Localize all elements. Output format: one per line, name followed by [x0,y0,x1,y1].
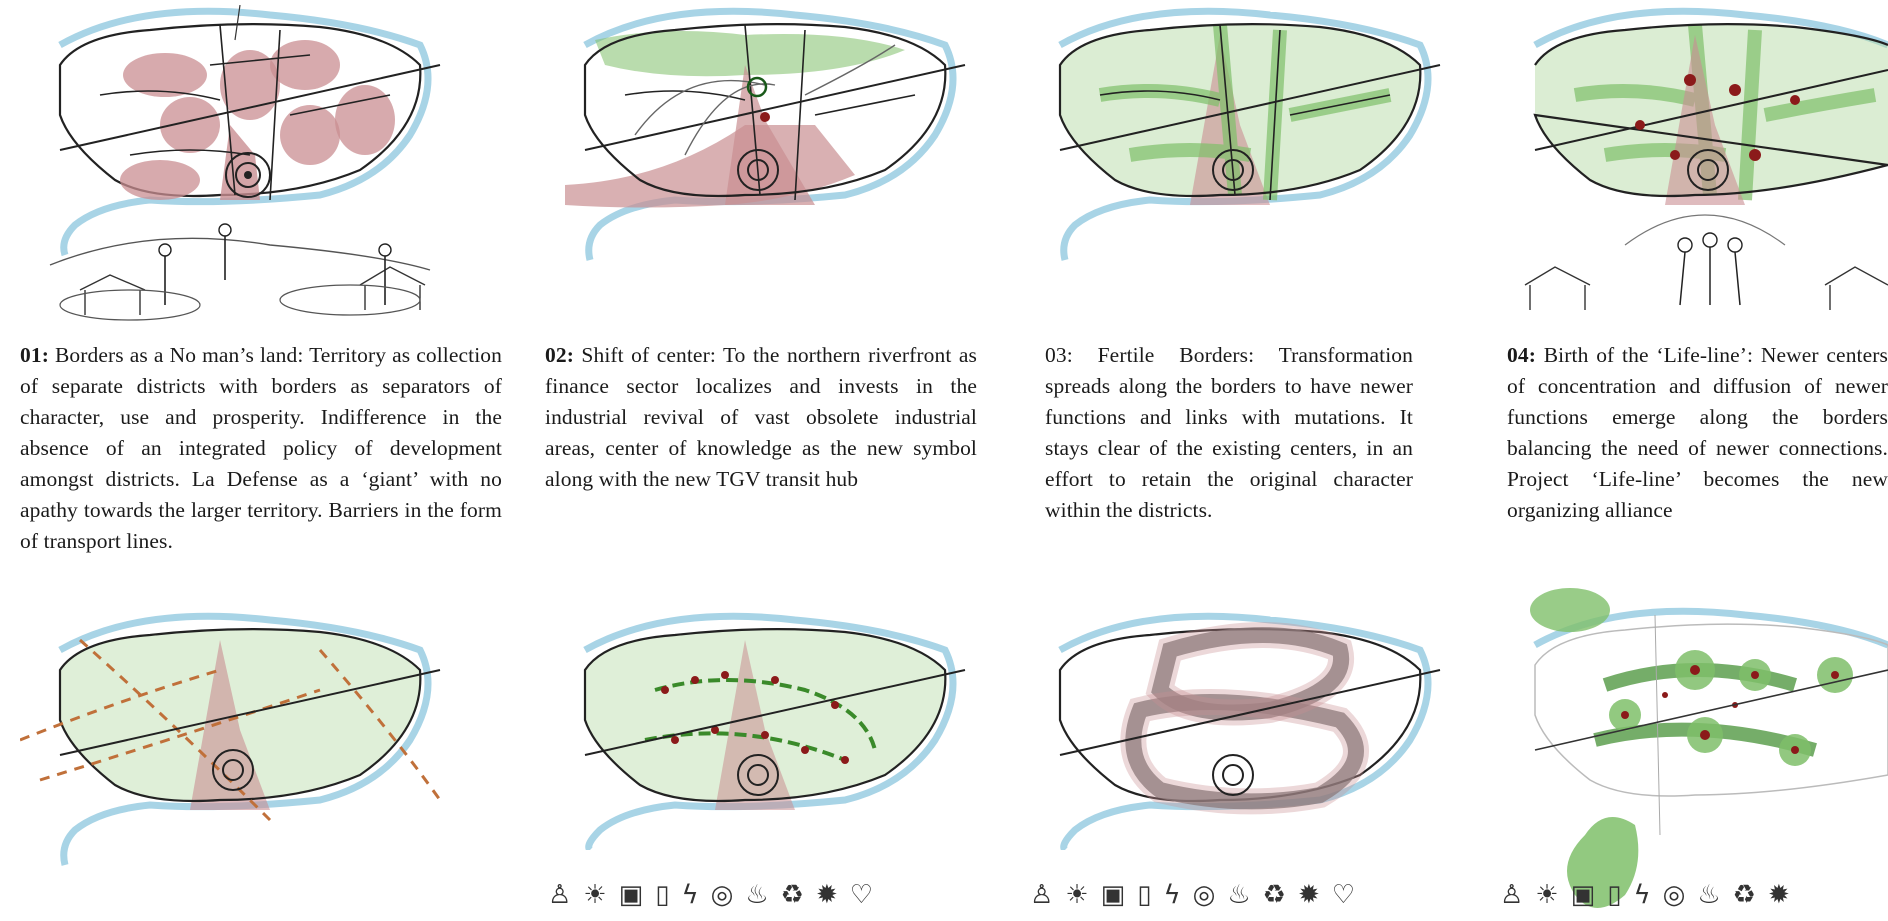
caption-01-text: Borders as a No man’s land: Territory as… [20,343,502,553]
book-icon: ▯ [1607,882,1621,908]
book-icon: ▯ [655,882,669,908]
map-07-rings-concentration [1020,610,1460,850]
gear-icon: ✹ [816,882,838,908]
box-icon: ▣ [1571,882,1596,908]
lightning-icon: ϟ [1164,882,1181,908]
recycle-icon: ♻ [1733,882,1756,908]
icon-legend-row-3: ♙ ☀ ▣ ▯ ϟ ◎ ♨ ♻ ✹ ♡ [1030,882,1355,908]
recycle-icon: ♻ [781,882,804,908]
signal-icon: ◎ [1193,882,1216,908]
caption-04: 04: Birth of the ‘Life-line’: Newer cent… [1507,340,1888,526]
icon-legend-row-4: ♙ ☀ ▣ ▯ ϟ ◎ ♨ ♻ ✹ [1500,882,1790,908]
map-08-life-line-alliance [1495,575,1888,921]
caption-02: 02: Shift of center: To the northern riv… [545,340,977,495]
caption-04-number: 04: [1507,343,1536,367]
lightning-icon: ϟ [1634,882,1651,908]
caption-01: 01: Borders as a No man’s land: Territor… [20,340,502,557]
drop-icon: ♨ [1227,882,1250,908]
map-02-shift-of-center [545,5,985,275]
caption-04-text: Birth of the ‘Life-line’: Newer centers … [1507,343,1888,522]
gear-icon: ✹ [1298,882,1320,908]
caption-03: 03: Fertile Borders: Transformation spre… [1045,340,1413,526]
caption-02-text: Shift of center: To the northern riverfr… [545,343,977,491]
person-icon: ♙ [1030,882,1053,908]
bulb-icon: ☀ [1535,882,1558,908]
recycle-icon: ♻ [1263,882,1286,908]
map-05-transport-links [20,610,460,870]
caption-03-text: 03: Fertile Borders: Transformation spre… [1045,343,1413,522]
box-icon: ▣ [619,882,644,908]
person-icon: ♙ [1500,882,1523,908]
person-icon: ♙ [548,882,571,908]
drop-icon: ♨ [745,882,768,908]
caption-02-number: 02: [545,343,574,367]
gear-icon: ✹ [1768,882,1790,908]
heart-icon: ♡ [850,882,873,908]
caption-01-number: 01: [20,343,49,367]
bulb-icon: ☀ [1065,882,1088,908]
map-03-fertile-borders [1020,5,1460,275]
map-04-birth-of-life-line [1495,5,1888,330]
icon-legend-row-2: ♙ ☀ ▣ ▯ ϟ ◎ ♨ ♻ ✹ ♡ [548,882,873,908]
heart-icon: ♡ [1332,882,1355,908]
map-01-borders-no-mans-land [20,5,460,330]
book-icon: ▯ [1137,882,1151,908]
bulb-icon: ☀ [583,882,606,908]
map-06-functions-network [545,610,985,850]
signal-icon: ◎ [711,882,734,908]
signal-icon: ◎ [1663,882,1686,908]
lightning-icon: ϟ [682,882,699,908]
box-icon: ▣ [1101,882,1126,908]
drop-icon: ♨ [1697,882,1720,908]
